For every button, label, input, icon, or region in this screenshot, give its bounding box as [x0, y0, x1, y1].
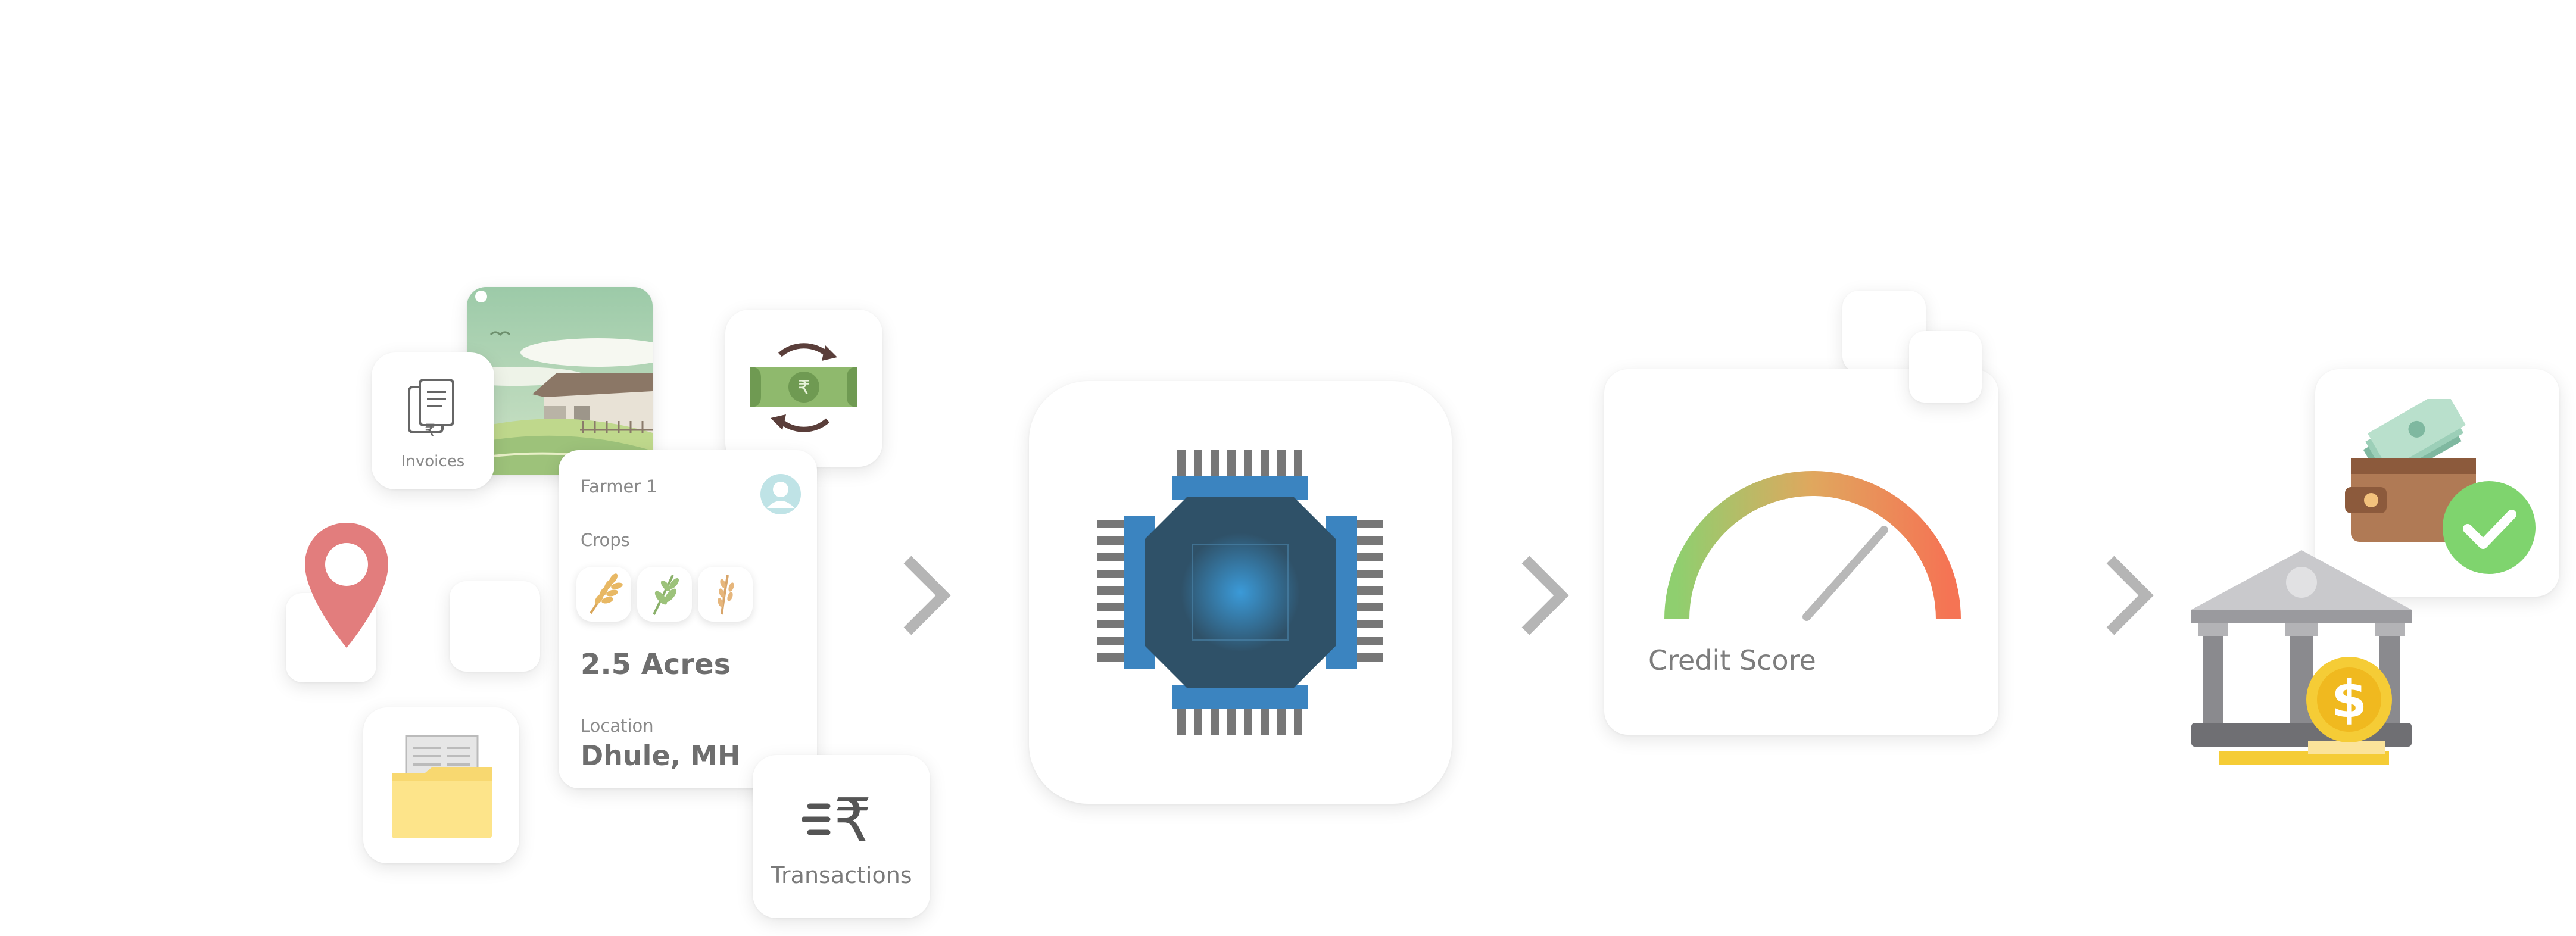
location-pin-icon — [305, 523, 388, 648]
crops-label: Crops — [581, 530, 630, 550]
transactions-label: Transactions — [771, 862, 912, 888]
credit-score-card: Credit Score — [1604, 369, 1998, 735]
folder-icon — [392, 735, 492, 838]
coin-icon: $ — [2306, 657, 2392, 742]
credit-score-label: Credit Score — [1648, 644, 1816, 676]
invoices-label: Invoices — [401, 453, 465, 470]
currency-exchange-icon: ₹ — [750, 343, 857, 432]
transactions-rupee-symbol: ₹ — [834, 786, 872, 851]
folder-card[interactable] — [363, 707, 519, 863]
chevron-right-icon-3 — [2106, 556, 2154, 635]
location-label: Location — [581, 716, 654, 736]
farm-image-icon — [467, 287, 653, 475]
farmer-profile-card[interactable]: Farmer 1 Crops — [559, 450, 817, 788]
chevron-right-icon-1 — [903, 556, 951, 635]
transactions-card[interactable]: ₹ Transactions — [753, 755, 930, 918]
millet-icon — [653, 575, 679, 615]
wallet-card — [2315, 369, 2559, 597]
processor-card — [1029, 381, 1452, 804]
invoices-card[interactable]: ₹ Invoices — [372, 352, 494, 489]
farmer-name: Farmer 1 — [581, 476, 657, 497]
coin-dollar-symbol: $ — [2331, 670, 2367, 729]
check-icon — [2443, 481, 2536, 574]
invoice-rupee-symbol: ₹ — [425, 420, 435, 440]
farm-image-card — [467, 287, 653, 475]
blank-tile-4 — [1909, 331, 1982, 403]
profile-icon[interactable] — [759, 473, 802, 516]
chevron-right-icon-2 — [1521, 556, 1569, 635]
crop-tile-wheat[interactable] — [576, 567, 631, 622]
processor-chip-icon — [1097, 450, 1383, 735]
farm-area: 2.5 Acres — [581, 648, 731, 681]
crop-tile-rice[interactable] — [698, 567, 753, 622]
rice-icon — [718, 575, 734, 615]
exchange-rupee-symbol: ₹ — [798, 376, 810, 399]
wheat-icon — [590, 573, 623, 614]
currency-exchange-card[interactable]: ₹ — [725, 310, 882, 467]
location-value: Dhule, MH — [581, 740, 741, 772]
invoice-icon: ₹ — [408, 379, 454, 440]
transactions-icon: ₹ — [802, 786, 872, 851]
blank-tile-2 — [450, 581, 540, 672]
gauge-icon — [1664, 471, 1961, 621]
crop-tile-millet[interactable] — [637, 567, 692, 622]
